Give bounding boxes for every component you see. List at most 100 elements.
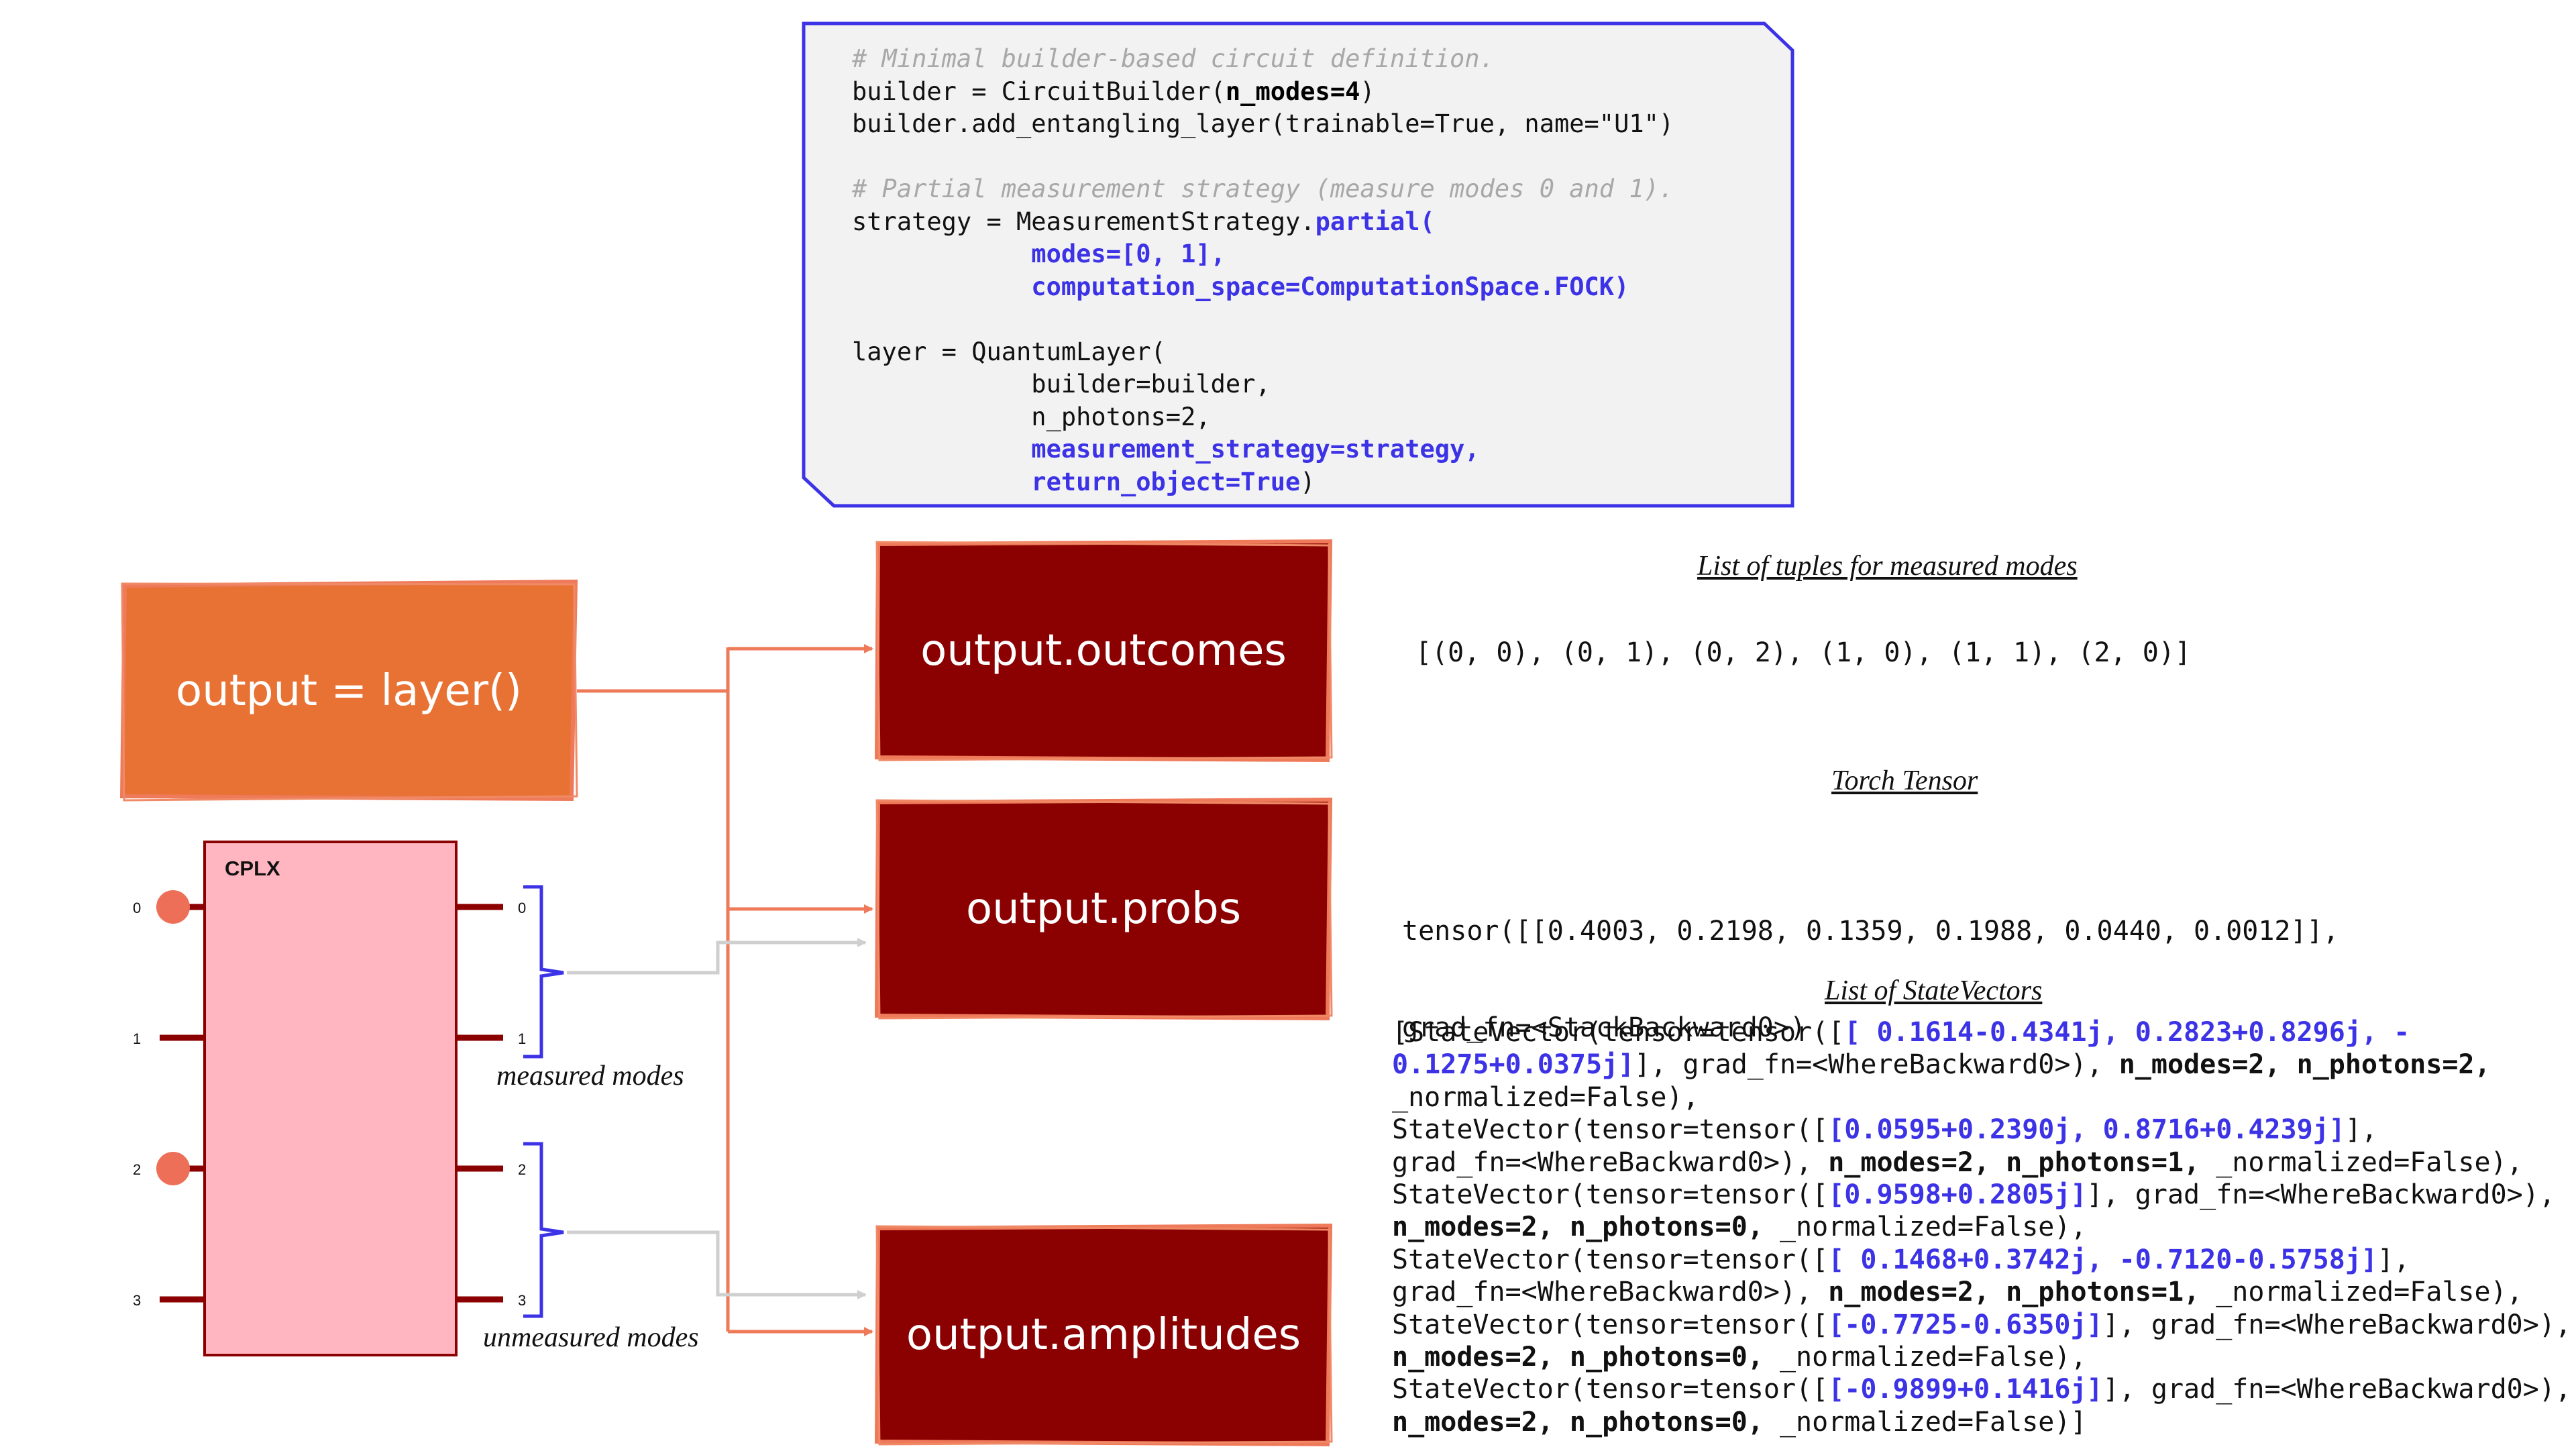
code-line: layer = QuantumLayer( [852,336,1674,369]
code-line: builder.add_entangling_layer(trainable=T… [852,108,1674,141]
output-mode-label: 2 [518,1161,526,1178]
photon-source-icon [156,1152,190,1185]
statevector-token: ], [2345,1114,2378,1146]
input-wires [160,904,205,1303]
amplitudes-header: List of StateVectors [1825,975,2043,1006]
code-line: builder=builder, [852,368,1674,401]
statevector-token: n_modes=2, n_photons=1, [1828,1146,2200,1178]
input-mode-label: 3 [133,1292,141,1309]
statevector-token: n_modes=2, n_photons=2, [2118,1049,2491,1081]
code-line: computation_space=ComputationSpace.FOCK) [852,271,1674,304]
code-line: modes=[0, 1], [852,238,1674,271]
statevector-token: n_modes=2, n_photons=1, [1828,1277,2200,1308]
statevector-line: [StateVector(tensor=tensor([[ 0.1614-0.4… [1392,1016,2571,1049]
code-token: partial( [1315,207,1435,236]
input-mode-label: 1 [133,1030,141,1047]
statevector-line: StateVector(tensor=tensor([[ 0.1468+0.37… [1392,1244,2571,1276]
statevector-line: n_modes=2, n_photons=0, _normalized=Fals… [1392,1341,2571,1373]
probs-value: tensor([[0.4003, 0.2198, 0.1359, 0.1988,… [1402,851,2339,1108]
layer-call-box: output = layer() [119,579,578,802]
statevector-line: StateVector(tensor=tensor([[-0.9899+0.14… [1392,1373,2571,1405]
statevector-token: [-0.7725-0.6350j] [1828,1309,2103,1340]
statevector-token: StateVector(tensor=tensor([ [1392,1309,1829,1340]
statevector-token: n_modes=2, n_photons=0, [1392,1341,1764,1373]
code-token: return_object=True [852,467,1301,496]
statevector-token: ], grad_fn=<WhereBackward0>), [2086,1179,2555,1210]
outcomes-value: [(0, 0), (0, 1), (0, 2), (1, 0), (1, 1),… [1415,637,2191,668]
statevector-token: ], grad_fn=<WhereBackward0>), [2102,1309,2572,1340]
statevector-token: StateVector(tensor=tensor([ [1392,1114,1829,1146]
outcomes-label: output.outcomes [920,626,1287,676]
code-token: n_modes=4 [1225,76,1360,106]
arrow-layer-to-outputs [577,644,873,1336]
statevector-token: [StateVector(tensor=tensor([ [1392,1017,1845,1048]
input-mode-label: 2 [133,1161,141,1178]
statevector-line: StateVector(tensor=tensor([[0.9598+0.280… [1392,1179,2571,1211]
output-mode-label: 3 [518,1292,526,1309]
photon-sources [156,890,190,1185]
code-token: measurement_strategy=strategy, [852,435,1480,464]
statevector-token: n_modes=2, n_photons=0, [1392,1406,1764,1438]
statevector-token: StateVector(tensor=tensor([ [1392,1374,1829,1405]
statevector-token: _normalized=False)] [1763,1406,2087,1438]
probs-label: output.probs [965,884,1242,934]
code-token: # Partial measurement strategy (measure … [852,174,1674,203]
statevector-line: n_modes=2, n_photons=0, _normalized=Fals… [1392,1211,2571,1243]
arrow-unmeasured-to-amplitudes [567,1230,867,1299]
statevector-token: 0.1275+0.0375j] [1392,1049,1635,1081]
measured-bracket [523,885,564,1059]
statevector-token: StateVector(tensor=tensor([ [1392,1179,1829,1210]
code-token: layer = QuantumLayer( [852,337,1166,366]
output-mode-label: 1 [518,1030,526,1047]
code-line: strategy = MeasurementStrategy.partial( [852,206,1674,239]
code-token: ) [1300,467,1316,496]
amplitudes-box: output.amplitudes [874,1223,1333,1447]
code-line: builder = CircuitBuilder(n_modes=4) [852,76,1674,109]
code-line: n_photons=2, [852,401,1674,434]
statevector-token: [ 0.1614-0.4341j, 0.2823+0.8296j, - [1844,1017,2410,1048]
probs-line: tensor([[0.4003, 0.2198, 0.1359, 0.1988,… [1402,916,2339,947]
code-line: measurement_strategy=strategy, [852,433,1674,466]
statevector-token: ], grad_fn=<WhereBackward0>), [1634,1049,2119,1081]
statevector-token: grad_fn=<WhereBackward0>), [1392,1277,1829,1308]
statevector-token: grad_fn=<WhereBackward0>), [1392,1146,1829,1178]
code-line: # Minimal builder-based circuit definiti… [852,43,1674,76]
code-line: # Partial measurement strategy (measure … [852,173,1674,206]
statevector-token: [-0.9899+0.1416j] [1828,1374,2103,1405]
statevector-token: [0.0595+0.2390j, 0.8716+0.4239j] [1828,1114,2345,1146]
code-token: builder.add_entangling_layer(trainable=T… [852,109,1674,138]
code-token: computation_space=ComputationSpace.FOCK) [852,272,1629,301]
unmeasured-bracket [523,1142,564,1318]
photon-source-icon [156,890,190,924]
amplitudes-value: [StateVector(tensor=tensor([[ 0.1614-0.4… [1392,1016,2571,1438]
output-mode-labels: 0 1 2 3 [518,900,526,1309]
output-wires [456,904,503,1303]
code-panel: # Minimal builder-based circuit definiti… [802,21,1794,508]
statevector-token: _normalized=False), [2200,1146,2523,1178]
statevector-token: ], grad_fn=<WhereBackward0>), [2102,1374,2572,1405]
amplitudes-label: output.amplitudes [906,1310,1301,1360]
probs-line: grad_fn=<StackBackward0>) [1402,1012,1807,1043]
input-mode-labels: 0 1 2 3 [133,900,141,1309]
outcomes-header: List of tuples for measured modes [1697,551,2078,582]
code-token: n_photons=2, [852,402,1211,431]
code-line: return_object=True) [852,466,1674,499]
statevector-token: _normalized=False), [1763,1212,2087,1243]
output-mode-label: 0 [518,900,526,916]
code-token: builder=builder, [852,370,1271,398]
statevector-token: _normalized=False), [1392,1081,1699,1113]
statevector-line: StateVector(tensor=tensor([[-0.7725-0.63… [1392,1309,2571,1341]
statevector-line: grad_fn=<WhereBackward0>), n_modes=2, n_… [1392,1146,2571,1179]
layer-call-label: output = layer() [176,666,522,716]
outcomes-box: output.outcomes [874,539,1333,763]
statevector-line: StateVector(tensor=tensor([[0.0595+0.239… [1392,1114,2571,1146]
code-token: modes=[0, 1], [852,239,1226,268]
probs-header: Torch Tensor [1831,765,1978,796]
cplx-label: CPLX [225,857,280,880]
statevector-line: grad_fn=<WhereBackward0>), n_modes=2, n_… [1392,1276,2571,1308]
statevector-token: _normalized=False), [1763,1341,2087,1373]
code-token: ) [1360,76,1375,106]
input-mode-label: 0 [133,900,141,916]
